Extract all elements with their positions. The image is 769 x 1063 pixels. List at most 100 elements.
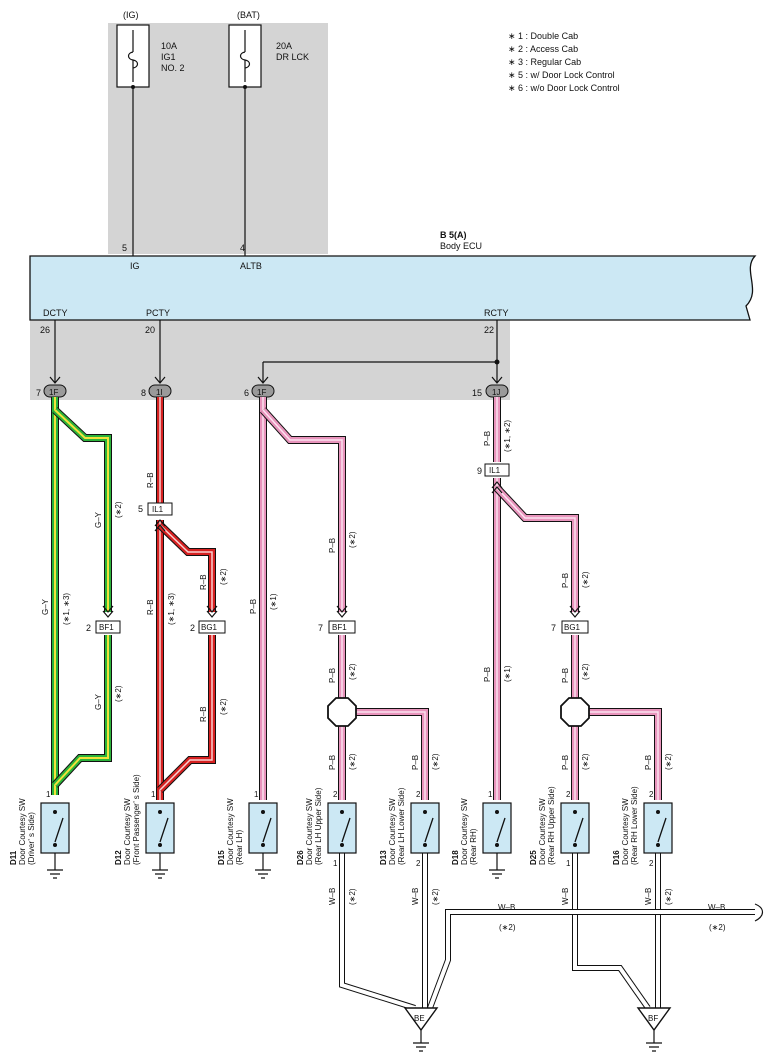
ecu-pin-label: ALTB bbox=[240, 261, 262, 271]
switch-d25: 2 1 bbox=[560, 790, 590, 868]
switch-d18: 1 bbox=[482, 790, 512, 879]
switch-name: Door Courtesy SW bbox=[621, 798, 630, 865]
wire-note-label: (∗2) bbox=[499, 923, 516, 932]
wire-note-label: (∗2) bbox=[348, 663, 357, 680]
fuse-name: DR LCK bbox=[276, 52, 309, 62]
svg-text:15: 15 bbox=[472, 388, 482, 398]
inline-connectors: 5 IL1 9 IL1 2 BF1 2 BG1 7 BF1 7 BG1 bbox=[86, 463, 589, 634]
wire-note-label: (∗2) bbox=[709, 923, 726, 932]
fuse-ig1: (IG) 10A IG1 NO. 2 bbox=[116, 10, 185, 89]
connector-id: BG1 bbox=[201, 623, 218, 632]
wire-note-label: (∗1, ∗2) bbox=[503, 420, 512, 452]
fuse-name: NO. 2 bbox=[161, 63, 185, 73]
switch-name: Door Courtesy SW bbox=[538, 798, 547, 865]
svg-text:7: 7 bbox=[36, 388, 41, 398]
svg-text:2: 2 bbox=[190, 623, 195, 633]
switch-name: Door Courtesy SW bbox=[18, 798, 27, 865]
ground-icon bbox=[489, 853, 505, 879]
wire-color-label: R–B bbox=[199, 706, 208, 722]
wire-note-label: (∗1, ∗3) bbox=[167, 593, 176, 625]
switch-contact-icon bbox=[262, 817, 272, 843]
wire-color-label: W–B bbox=[644, 888, 653, 905]
switch-location: (Rear RH Lower Side) bbox=[630, 786, 639, 865]
ecu-output-wires bbox=[54, 320, 498, 382]
wire-color-label: P–B bbox=[561, 668, 570, 683]
svg-text:2: 2 bbox=[649, 790, 654, 799]
legend-item: ∗ 2 : Access Cab bbox=[508, 44, 578, 54]
wire-color-label: W–B bbox=[498, 903, 515, 912]
ecu-pin-num: 22 bbox=[484, 325, 494, 335]
switch-id: D16 bbox=[612, 850, 621, 865]
ecu-id: B 5(A) bbox=[440, 230, 467, 240]
switch-location: (Driver’ s Side) bbox=[27, 812, 36, 865]
wire-p-b bbox=[259, 397, 662, 800]
wire-g-y bbox=[51, 397, 112, 795]
splice-point bbox=[494, 359, 500, 365]
legend-item: ∗ 3 : Regular Cab bbox=[508, 57, 581, 67]
wire-note-label: (∗2) bbox=[431, 753, 440, 770]
ecu-pin-num: 4 bbox=[240, 243, 245, 253]
switch-labels: D11 Door Courtesy SW (Driver’ s Side) D1… bbox=[9, 774, 639, 865]
wire-note-label: (∗2) bbox=[348, 753, 357, 770]
legend-item: ∗ 5 : w/ Door Lock Control bbox=[508, 70, 615, 80]
wire-color-label: R–B bbox=[146, 472, 155, 488]
wire-note-label: (∗2) bbox=[114, 501, 123, 518]
body-ecu: B 5(A) Body ECU 5 IG 4 ALTB DCTY 26 PCTY… bbox=[29, 230, 757, 335]
ecu-name: Body ECU bbox=[440, 241, 482, 251]
ground-point-be bbox=[403, 1007, 439, 1032]
ecu-pin-num: 5 bbox=[122, 243, 127, 253]
svg-text:2: 2 bbox=[416, 859, 421, 868]
wire-note-label: (∗2) bbox=[348, 531, 357, 548]
svg-text:7: 7 bbox=[318, 623, 323, 633]
svg-text:2: 2 bbox=[86, 623, 91, 633]
svg-text:1: 1 bbox=[46, 790, 51, 799]
switch-contact-icon bbox=[341, 817, 351, 843]
wire-color-label: P–B bbox=[328, 668, 337, 683]
wire-note-label: (∗2) bbox=[664, 753, 673, 770]
switch-d16: 2 2 bbox=[643, 790, 673, 868]
connector-id: 1J bbox=[492, 388, 500, 397]
ground-icon bbox=[646, 1030, 662, 1052]
connector-id: 1F bbox=[257, 388, 266, 397]
ecu-pin-num: 26 bbox=[40, 325, 50, 335]
ground-icon bbox=[47, 853, 63, 879]
switch-location: (Rear LH) bbox=[235, 830, 244, 865]
splice-octagons bbox=[327, 697, 590, 727]
wire-color-label: G–Y bbox=[41, 598, 50, 615]
switch-location: (Front Passenger’ s Side) bbox=[132, 774, 141, 865]
ground-icon bbox=[413, 1030, 429, 1052]
wire-color-label: W–B bbox=[411, 888, 420, 905]
wire-color-label: P–B bbox=[483, 667, 492, 682]
connector-id: BF1 bbox=[332, 623, 347, 632]
ground-point-bf bbox=[636, 1007, 672, 1032]
wire-color-label: P–B bbox=[328, 538, 337, 553]
svg-text:7: 7 bbox=[551, 623, 556, 633]
connector-id: BF1 bbox=[99, 623, 114, 632]
wire-break-mark bbox=[754, 903, 764, 922]
svg-text:9: 9 bbox=[477, 466, 482, 476]
wire-note-label: (∗2) bbox=[664, 888, 673, 905]
switch-d12: 1 bbox=[145, 790, 175, 879]
wire-r-b bbox=[156, 397, 216, 800]
switch-d13: 2 2 bbox=[410, 790, 440, 868]
switch-name: Door Courtesy SW bbox=[388, 798, 397, 865]
ground-icon bbox=[255, 853, 271, 879]
wire-note-label: (∗2) bbox=[431, 888, 440, 905]
svg-text:2: 2 bbox=[333, 790, 338, 799]
fuse-icon bbox=[239, 51, 251, 69]
wire-note-label: (∗1, ∗3) bbox=[62, 593, 71, 625]
ecu-pin-label: PCTY bbox=[146, 308, 170, 318]
door-courtesy-switches: 1 1 1 2 1 2 bbox=[40, 790, 673, 879]
wire-note-label: (∗1) bbox=[503, 665, 512, 682]
wire-color-label: W–B bbox=[708, 903, 725, 912]
switch-contact-icon bbox=[657, 817, 667, 843]
switch-id: D13 bbox=[379, 850, 388, 865]
svg-text:1: 1 bbox=[566, 859, 571, 868]
connector-id: IL1 bbox=[152, 505, 164, 514]
wire-labels: G–Y (∗1, ∗3) G–Y (∗2) G–Y (∗2) R–B R–B (… bbox=[41, 420, 726, 932]
switch-id: D15 bbox=[217, 850, 226, 865]
legend: ∗ 1 : Double Cab ∗ 2 : Access Cab ∗ 3 : … bbox=[508, 31, 620, 93]
connector-id: IL1 bbox=[489, 466, 501, 475]
ecu-pin-num: 20 bbox=[145, 325, 155, 335]
wire-color-label: P–B bbox=[561, 755, 570, 770]
